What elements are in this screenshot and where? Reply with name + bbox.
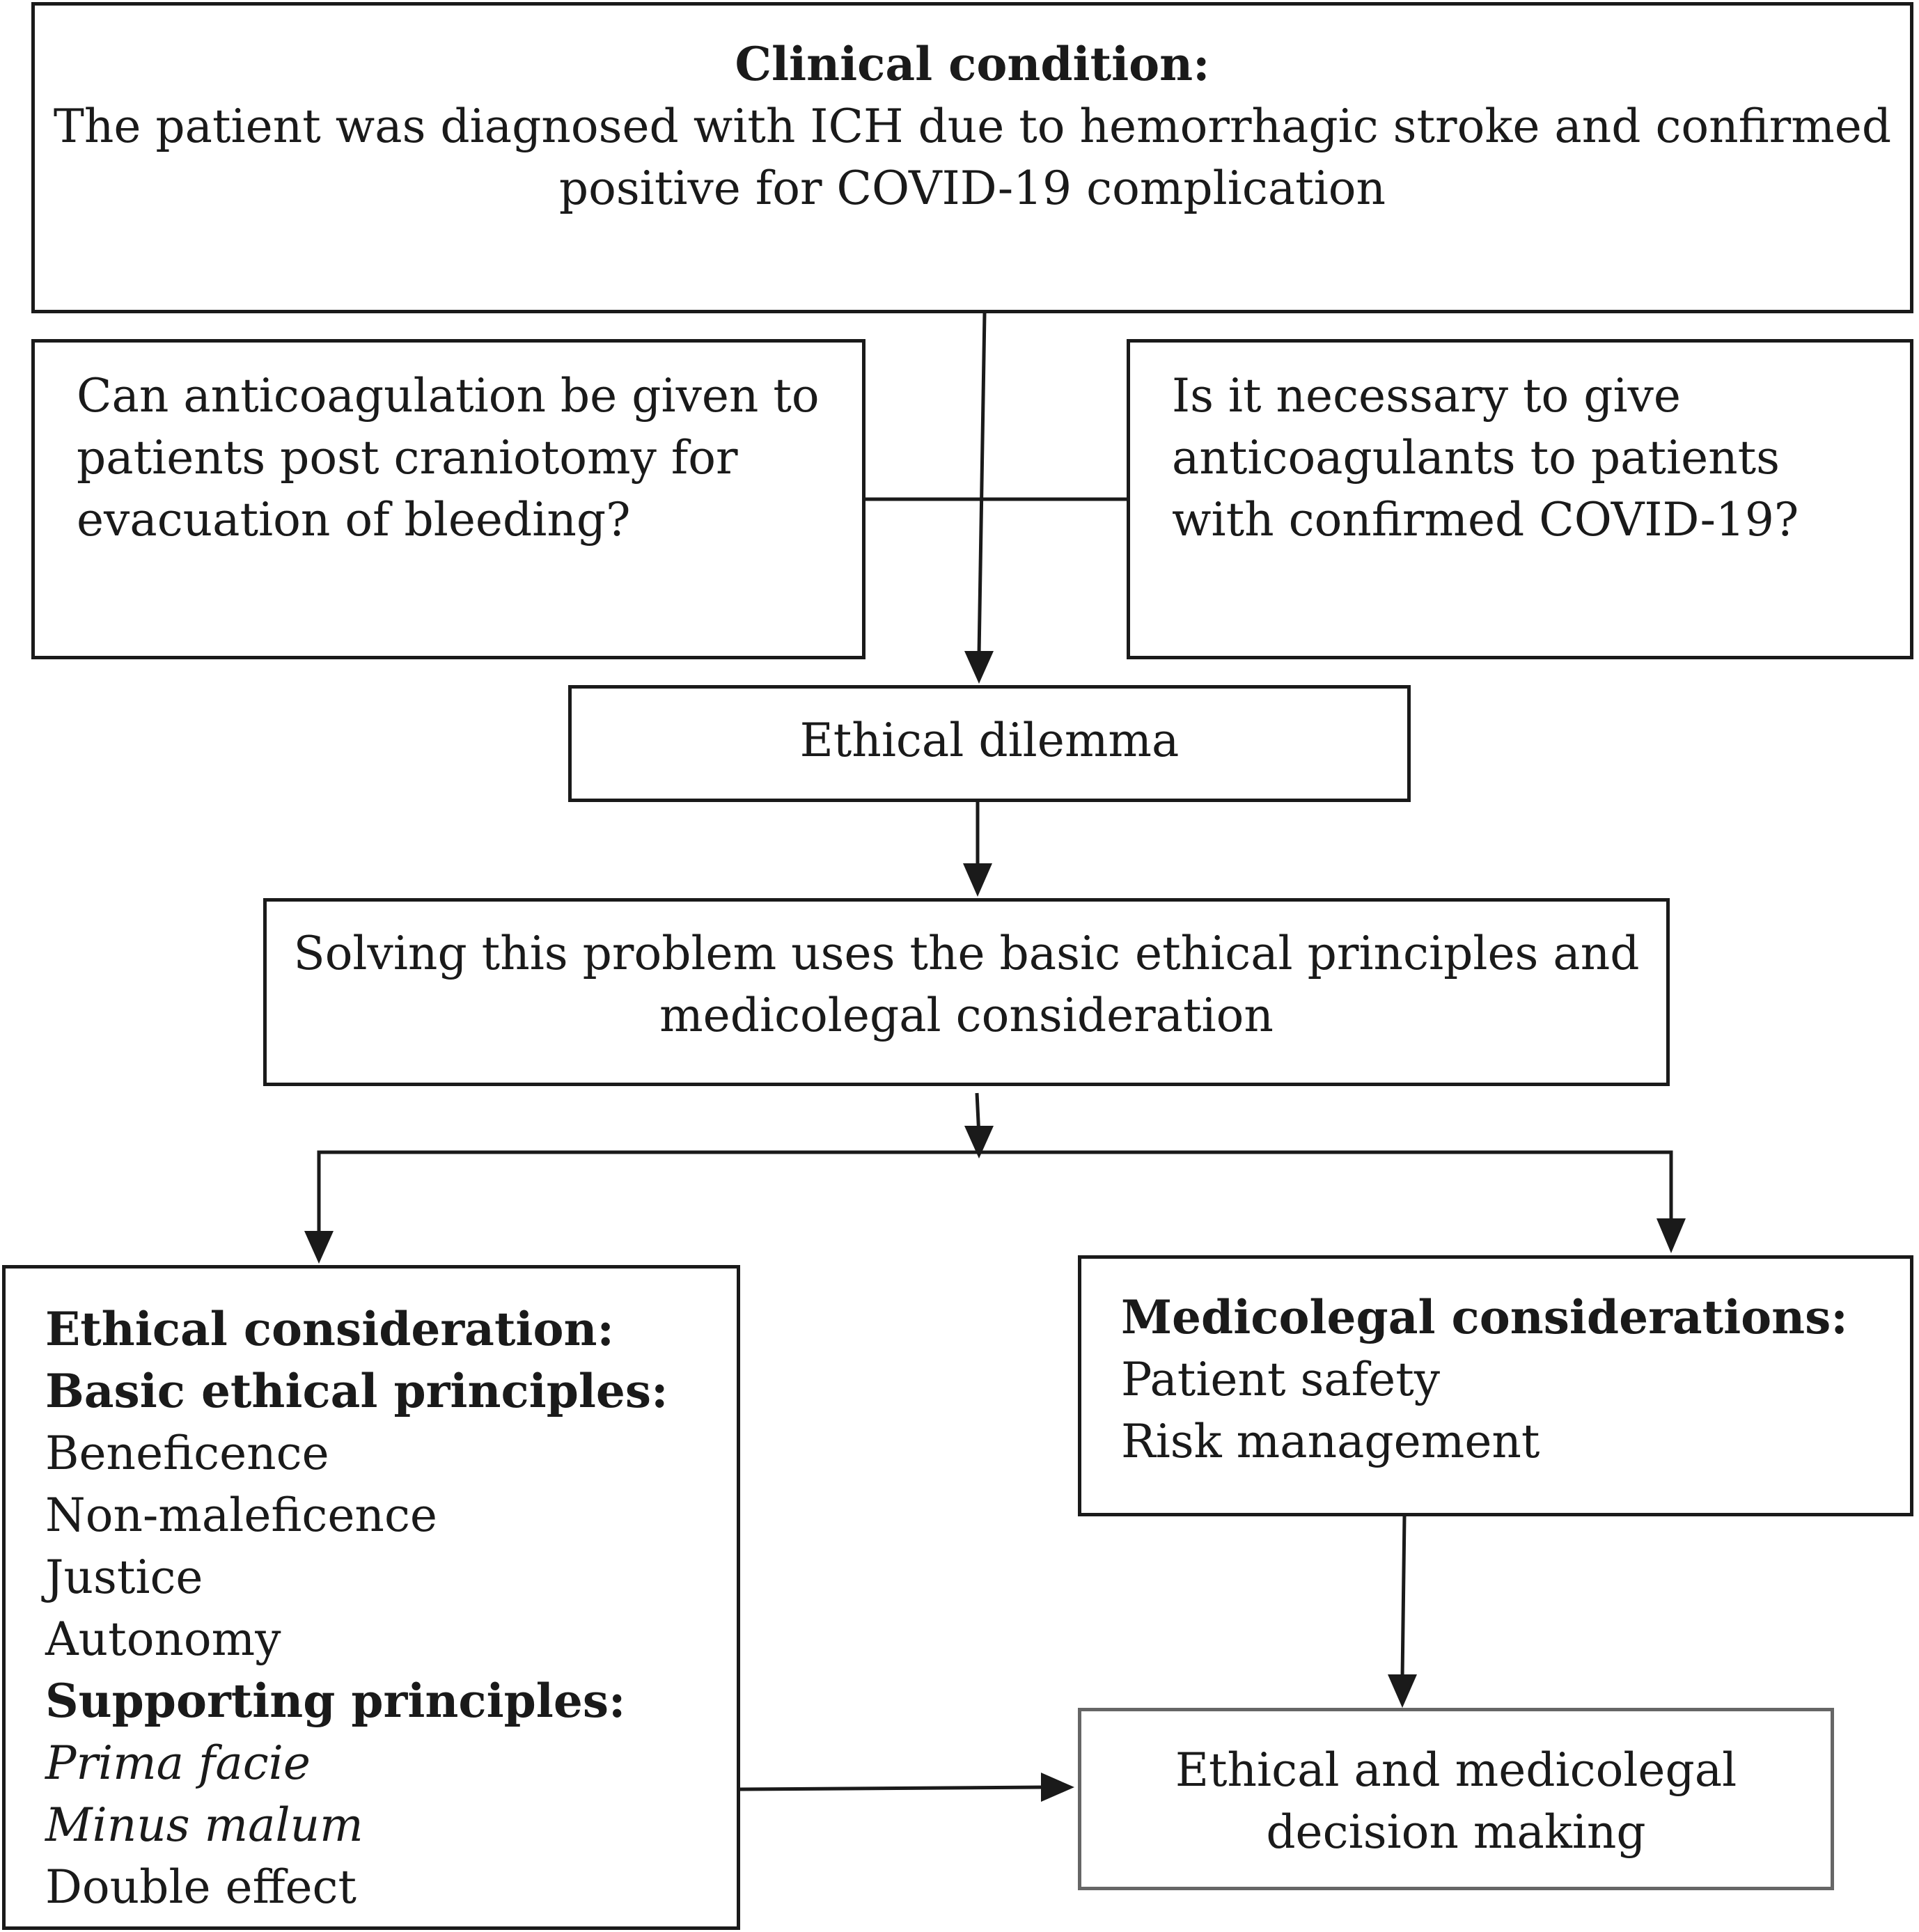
decision-box: Ethical and medicolegal decision making	[1078, 1708, 1834, 1890]
clinical-text-line2: positive for COVID-19 complication	[558, 162, 1386, 215]
connector-medicolegal-to-decision	[1400, 1516, 1407, 1679]
ethical-dilemma-box: Ethical dilemma	[568, 685, 1411, 802]
question-right-line2: anticoagulants to patients	[1172, 431, 1780, 485]
solving-line1: Solving this problem uses the basic ethi…	[293, 927, 1640, 980]
arrowhead-medicolegal	[1656, 1218, 1686, 1253]
solving-line2: medicolegal consideration	[659, 989, 1274, 1042]
question-left-line1: Can anticoagulation be given to	[77, 369, 820, 423]
question-right-box: Is it necessary to give anticoagulants t…	[1127, 339, 1913, 659]
principle-minus-malum: Minus malum	[45, 1798, 363, 1852]
principle-beneficence: Beneficence	[45, 1427, 329, 1480]
decision-line2: decision making	[1266, 1805, 1646, 1859]
medicolegal-box: Medicolegal considerations: Patient safe…	[1078, 1255, 1913, 1516]
principle-justice: Justice	[45, 1550, 203, 1604]
clinical-condition-box: Clinical condition: The patient was diag…	[31, 2, 1913, 313]
ethical-heading: Ethical consideration:	[45, 1302, 614, 1356]
principle-double-effect: Double effect	[45, 1860, 357, 1914]
arrowhead-split-center	[964, 1126, 994, 1159]
question-left-line2: patients post craniotomy for	[77, 431, 738, 485]
arrowhead-decision-top	[1388, 1674, 1417, 1708]
arrowhead-dilemma	[964, 651, 994, 684]
medicolegal-patient-safety: Patient safety	[1121, 1353, 1441, 1406]
connector-clinical-to-dilemma	[977, 313, 987, 655]
medicolegal-risk-management: Risk management	[1121, 1415, 1540, 1468]
arrowhead-decision-left	[1041, 1773, 1074, 1802]
decision-line1: Ethical and medicolegal	[1175, 1743, 1737, 1797]
medicolegal-heading: Medicolegal considerations:	[1121, 1290, 1848, 1344]
question-left-line3: evacuation of bleeding?	[77, 493, 631, 547]
clinical-heading: Clinical condition:	[735, 37, 1210, 91]
arrowhead-solving	[963, 863, 992, 897]
principle-non-maleficence: Non-maleficence	[45, 1489, 437, 1542]
supporting-principles-heading: Supporting principles:	[45, 1674, 626, 1728]
principle-autonomy: Autonomy	[45, 1612, 281, 1666]
ethical-consideration-box: Ethical consideration: Basic ethical pri…	[2, 1265, 740, 1930]
question-left-box: Can anticoagulation be given to patients…	[31, 339, 865, 659]
solving-box: Solving this problem uses the basic ethi…	[263, 898, 1670, 1086]
question-right-line3: with confirmed COVID-19?	[1172, 493, 1799, 547]
principle-prima-facie: Prima facie	[45, 1736, 311, 1790]
question-right-line1: Is it necessary to give	[1172, 369, 1681, 423]
connector-split	[317, 1150, 1673, 1234]
clinical-text-line1: The patient was diagnosed with ICH due t…	[53, 100, 1892, 153]
connector-ethical-to-decision	[739, 1785, 1045, 1791]
basic-principles-heading: Basic ethical principles:	[45, 1364, 668, 1418]
ethical-dilemma-label: Ethical dilemma	[799, 714, 1180, 767]
arrowhead-ethical	[304, 1231, 334, 1264]
